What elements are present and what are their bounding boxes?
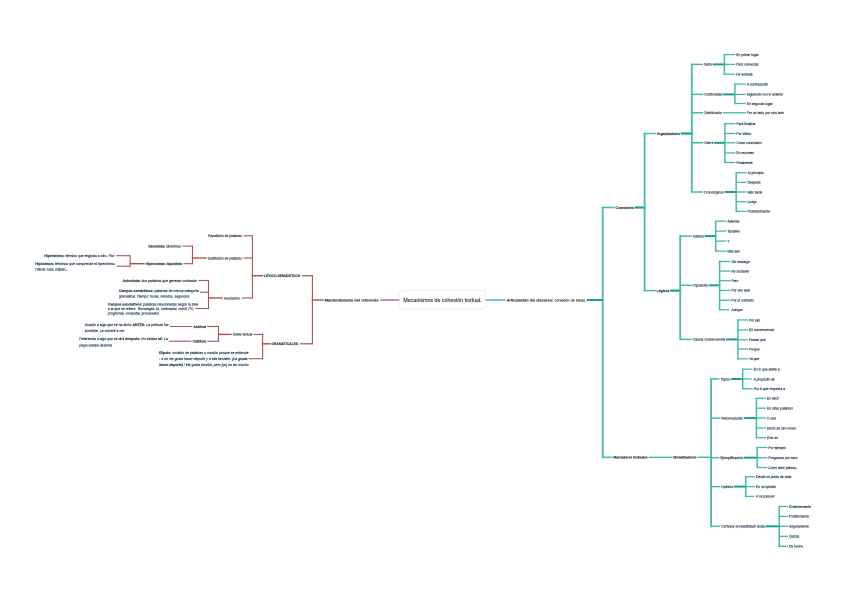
svg-text:Campos semánticos: palabras de: Campos semánticos: palabras de misma cat… bbox=[119, 289, 199, 293]
svg-text:Esto es: Esto es bbox=[767, 436, 778, 440]
svg-text:Mecanismos de cohesión textual: Mecanismos de cohesión textual. bbox=[403, 298, 481, 304]
svg-text:En otras palabras: En otras palabras bbox=[767, 406, 793, 410]
svg-text:Posteriormente: Posteriormente bbox=[748, 210, 771, 214]
svg-text:Seguramente: Seguramente bbox=[789, 525, 809, 529]
svg-text:Quizás: Quizás bbox=[789, 535, 800, 539]
svg-text:Posiblemente: Posiblemente bbox=[789, 515, 809, 519]
svg-text:gramatical. Tiempo: horas, min: gramatical. Tiempo: horas, minutos, segu… bbox=[119, 295, 190, 299]
svg-text:Anáfora: Anáfora bbox=[194, 325, 207, 329]
svg-text:Aunque: Aunque bbox=[730, 308, 743, 312]
svg-text:Ejemplificación: Ejemplificación bbox=[720, 456, 743, 460]
svg-text:Sin embargo: Sin embargo bbox=[731, 260, 750, 264]
svg-text:Desde mi punto de vista: Desde mi punto de vista bbox=[756, 475, 792, 479]
svg-text:Modalizadores: Modalizadores bbox=[673, 456, 696, 460]
svg-text:Para comenzar: Para comenzar bbox=[736, 63, 759, 67]
svg-text:Lógicos: Lógicos bbox=[657, 289, 670, 293]
svg-text:increíble. La volveré a ver: increíble. La volveré a ver bbox=[85, 329, 125, 333]
svg-text:Por último: Por último bbox=[736, 132, 751, 136]
svg-text:Reformulación: Reformulación bbox=[721, 416, 743, 420]
svg-text:Causa/ consecuencia: Causa/ consecuencia bbox=[693, 338, 726, 342]
svg-text:Por otro lado: Por otro lado bbox=[731, 289, 750, 293]
svg-text:Por ello: Por ello bbox=[749, 318, 760, 322]
svg-text:Organizadores: Organizadores bbox=[657, 132, 681, 136]
svg-text:En consecuencia: En consecuencia bbox=[749, 328, 774, 332]
svg-text:Como conclusión: Como conclusión bbox=[736, 141, 761, 145]
svg-text:Clavel, rosa, tulipán...: Clavel, rosa, tulipán... bbox=[35, 268, 68, 272]
svg-text:Opinión: Opinión bbox=[721, 485, 733, 489]
svg-text:Certeza/ probabilidad/ duda: Certeza/ probabilidad/ duda bbox=[721, 525, 765, 529]
svg-text:Por el contrario: Por el contrario bbox=[731, 298, 754, 302]
svg-text:GRAMATICALES: GRAMATICALES bbox=[271, 342, 298, 346]
svg-text:Sustitución de palabras: Sustitución de palabras bbox=[208, 256, 243, 260]
svg-text:Mantenimiento del referente: Mantenimiento del referente bbox=[325, 298, 380, 303]
svg-text:Adición: Adición bbox=[693, 234, 704, 238]
svg-text:Inicio: Inicio bbox=[704, 63, 712, 67]
svg-text:Elipsis: omisión de palabras u: Elipsis: omisión de palabras u oración p… bbox=[159, 351, 249, 355]
svg-text:En resumen: En resumen bbox=[736, 151, 754, 155]
svg-text:Antonimia: dos palabras que ge: Antonimia: dos palabras que generan cont… bbox=[123, 279, 198, 283]
svg-text:Distribución: Distribución bbox=[704, 111, 722, 115]
svg-text:Para finalizar: Para finalizar bbox=[736, 122, 756, 126]
svg-text:Después: Después bbox=[748, 181, 761, 185]
svg-text:programar, computar, procesado: programar, computar, procesador. bbox=[107, 311, 160, 315]
svg-text:Campos asociativos: palabras r: Campos asociativos: palabras relacionada… bbox=[108, 302, 198, 306]
svg-text:Repetición de palabras: Repetición de palabras bbox=[208, 234, 242, 238]
svg-text:Por un lado, por otro lado: Por un lado, por otro lado bbox=[747, 111, 784, 115]
svg-text:Puesto que: Puesto que bbox=[749, 338, 766, 342]
svg-text:LÉXICO-SEMÁNTICOS: LÉXICO-SEMÁNTICOS bbox=[264, 273, 301, 278]
svg-text:Hiperonimia: hiponimia: Hiperonimia: hiponimia bbox=[145, 262, 182, 266]
svg-text:Hiperónimo: término que englob: Hiperónimo: término que engloba a otro. … bbox=[44, 254, 115, 258]
svg-text:Más tarde: Más tarde bbox=[748, 190, 763, 194]
svg-text:Al principio: Al principio bbox=[748, 171, 764, 175]
svg-text:Por ejemplo: Por ejemplo bbox=[768, 446, 786, 450]
svg-text:Siguiendo con lo anterior: Siguiendo con lo anterior bbox=[747, 93, 784, 97]
svg-text:De hecho: De hecho bbox=[789, 545, 803, 549]
svg-text:En segundo lugar: En segundo lugar bbox=[747, 102, 774, 106]
svg-text:Porque: Porque bbox=[749, 347, 760, 351]
svg-text:Articulación del discurso: con: Articulación del discurso: conexión de i… bbox=[507, 298, 586, 302]
svg-text:Pongamos por caso: Pongamos por caso bbox=[768, 456, 797, 460]
svg-text:Ya que: Ya que bbox=[749, 357, 759, 361]
svg-text:Cronológicos: Cronológicos bbox=[704, 190, 724, 194]
svg-text:A mi parecer: A mi parecer bbox=[755, 495, 775, 499]
svg-text:Es decir: Es decir bbox=[767, 397, 780, 401]
svg-text:Cierre: Cierre bbox=[704, 141, 713, 145]
svg-text:Deixis textual: Deixis textual bbox=[233, 333, 253, 337]
svg-text:De entrada: De entrada bbox=[736, 72, 752, 76]
svg-text:Además: Además bbox=[727, 219, 739, 223]
svg-text:Luego: Luego bbox=[748, 200, 757, 204]
svg-text:A propósito de: A propósito de bbox=[753, 377, 775, 381]
svg-text:Pero: Pero bbox=[731, 279, 738, 283]
svg-text:Catáfora: Catáfora bbox=[193, 339, 207, 343]
svg-text:Continuidad: Continuidad bbox=[704, 93, 722, 97]
svg-text:: A mí me gusta hacer deporte: : A mí me gusta hacer deporte y a ella t… bbox=[159, 357, 247, 361]
svg-text:Por lo que respecta a: Por lo que respecta a bbox=[754, 387, 786, 391]
svg-text:Como dice/ piensa...: Como dice/ piensa... bbox=[768, 466, 798, 470]
svg-text:Marcadores textuales: Marcadores textuales bbox=[613, 456, 647, 460]
svg-text:hacer deporte) / Me gusta escr: hacer deporte) / Me gusta escribir, pero… bbox=[159, 363, 249, 367]
svg-text:Alusión a algo que se ha dicho: Alusión a algo que se ha dicho ANTES: La… bbox=[85, 323, 169, 327]
svg-text:Más aún: Más aún bbox=[727, 249, 740, 253]
svg-text:Oposición: Oposición bbox=[693, 284, 708, 288]
svg-text:Tópico: Tópico bbox=[720, 377, 730, 381]
svg-text:A continuación: A continuación bbox=[747, 82, 769, 86]
svg-text:Evidentemente: Evidentemente bbox=[789, 505, 811, 509]
svg-text:También: También bbox=[727, 229, 740, 233]
svg-text:Finalmente: Finalmente bbox=[736, 161, 752, 165]
svg-text:En primer lugar: En primer lugar bbox=[736, 53, 759, 57]
svg-text:O sea: O sea bbox=[767, 416, 776, 420]
svg-text:En lo que atañe a: En lo que atañe a bbox=[754, 367, 780, 371]
svg-text:playa estaba desierta: playa estaba desierta bbox=[78, 343, 112, 347]
svg-text:a la que se refiere. Tecnologí: a la que se refiere. Tecnología: IA, ord… bbox=[108, 307, 194, 311]
svg-text:En mi opinión: En mi opinión bbox=[756, 485, 776, 489]
svg-text:Asociación.: Asociación. bbox=[224, 296, 241, 300]
svg-text:No obstante: No obstante bbox=[731, 269, 749, 273]
svg-text:Hipónimos: términos que compre: Hipónimos: términos que comprende el hip… bbox=[35, 262, 115, 266]
svg-text:Y: Y bbox=[727, 239, 730, 243]
svg-text:Conectores: Conectores bbox=[615, 206, 634, 210]
svg-text:Dicho de otro modo: Dicho de otro modo bbox=[767, 426, 796, 430]
svg-text:Sinonimia: sinónimos: Sinonimia: sinónimos bbox=[148, 244, 181, 248]
svg-text:Referencia a algo que se dirá: Referencia a algo que se dirá después: N… bbox=[79, 337, 168, 341]
